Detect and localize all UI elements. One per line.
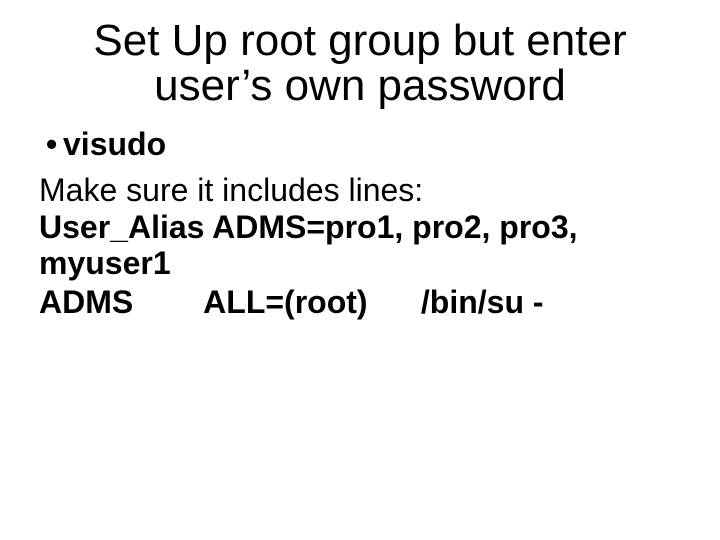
paragraph-adms-rule: ADMS ALL=(root) /bin/su - xyxy=(39,284,544,320)
paragraph-user-alias: User_Alias ADMS=pro1, pro2, pro3, myuser… xyxy=(39,209,578,281)
bullet-item-text: visudo xyxy=(63,126,167,162)
slide-title-line-1: Set Up root group but enter xyxy=(93,16,627,65)
bullet-item-visudo: •visudo xyxy=(46,126,659,162)
slide-title-line-2: user’s own password xyxy=(154,61,566,110)
bullet-icon: • xyxy=(46,126,58,162)
paragraph-make-sure: Make sure it includes lines: xyxy=(39,172,424,208)
slide-body: •visudo Make sure it includes lines: Use… xyxy=(39,126,659,320)
slide-title: Set Up root group but enter user’s own p… xyxy=(0,18,720,108)
